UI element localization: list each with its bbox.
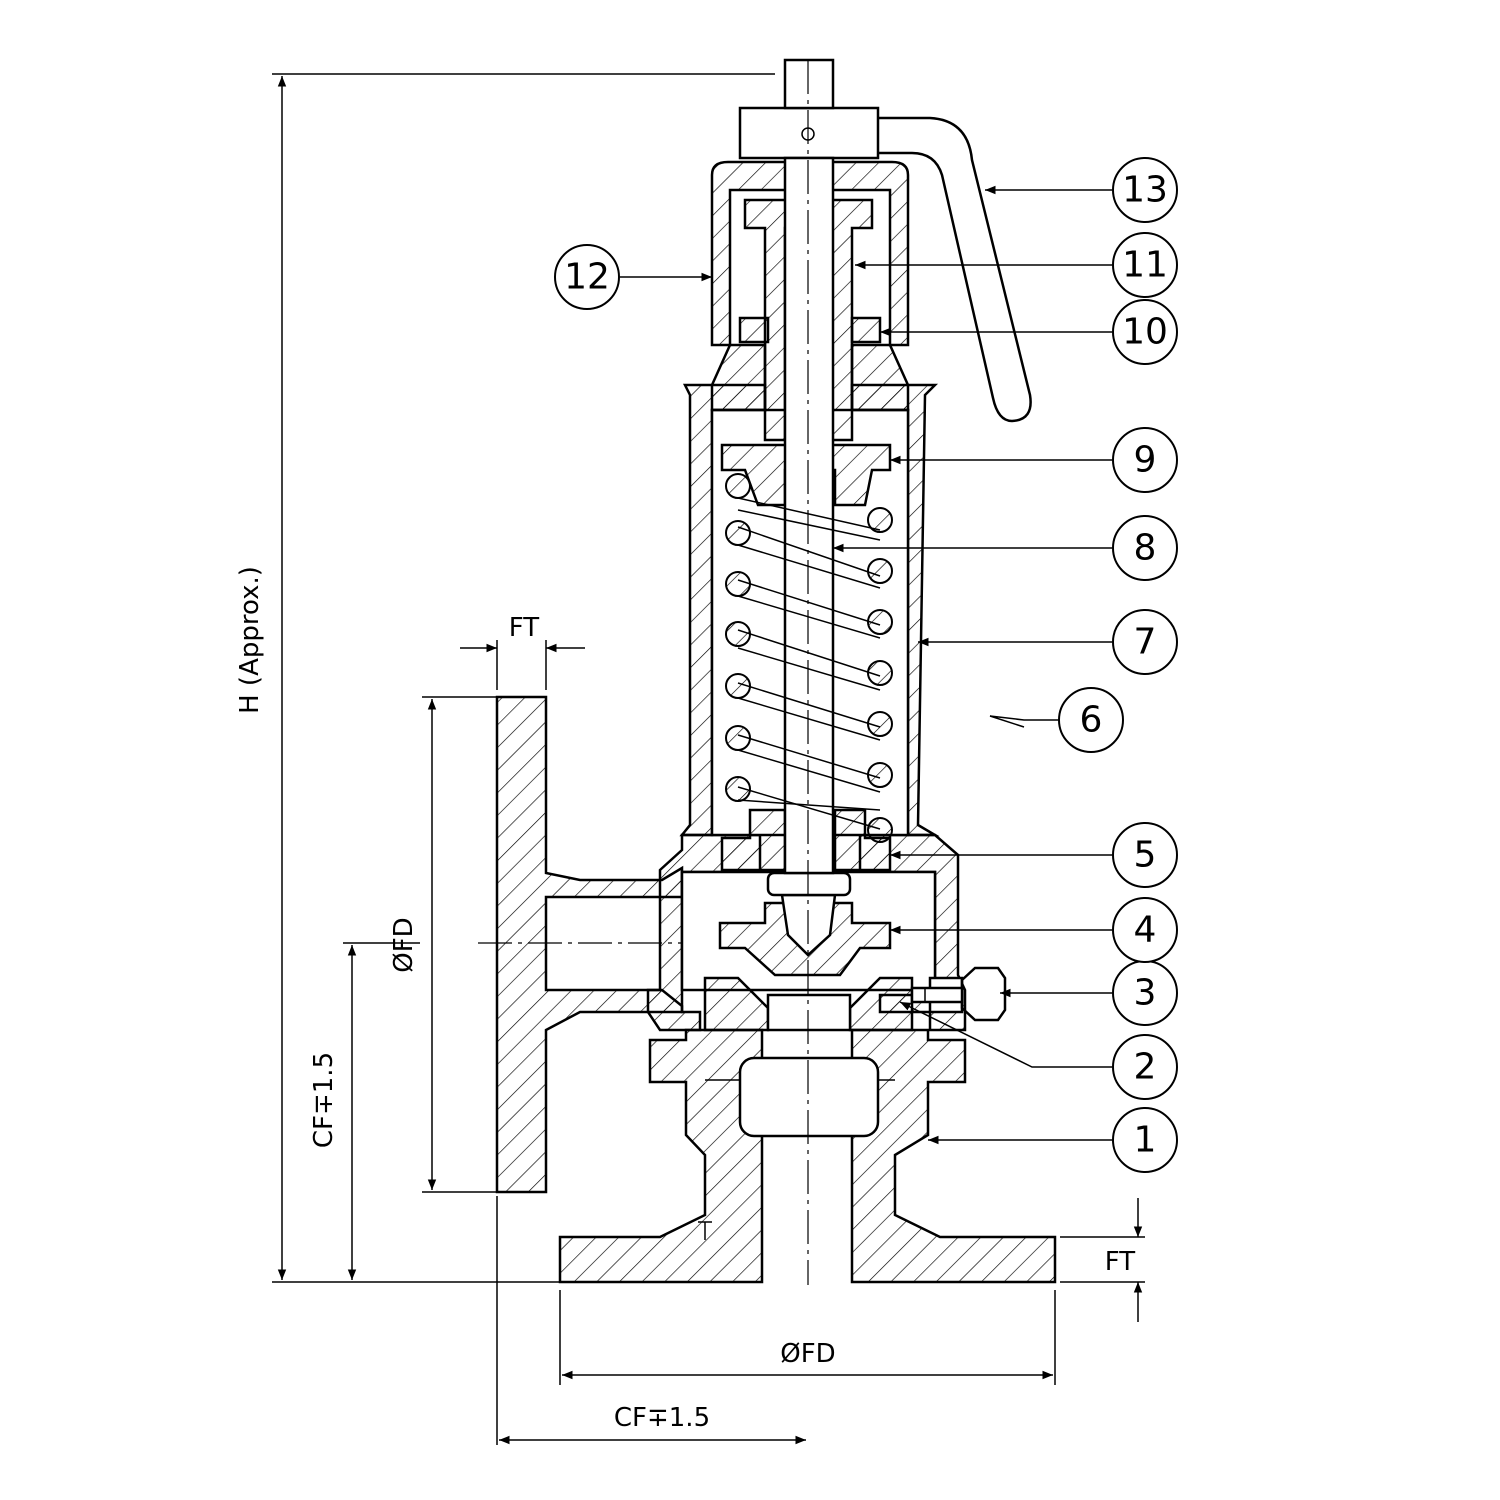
dimension-cf-bottom: CF∓1.5 (499, 1403, 806, 1445)
callout-6-label: 6 (1080, 700, 1103, 741)
callout-13: 13 (1112, 157, 1178, 223)
outlet-flange (478, 695, 700, 1194)
dimension-ft-side-label: FT (509, 613, 539, 643)
callout-8-label: 8 (1134, 528, 1157, 569)
callout-1-label: 1 (1134, 1120, 1157, 1161)
dimension-ft-side: FT (460, 613, 585, 690)
callout-11: 11 (1112, 232, 1178, 298)
dimension-ft-bottom-label: FT (1105, 1247, 1135, 1277)
callout-9: 9 (1112, 427, 1178, 493)
upper-spring-plate (720, 443, 892, 507)
dimension-ft-bottom: FT (1060, 1198, 1145, 1322)
callout-4: 4 (1112, 897, 1178, 963)
callout-3-label: 3 (1134, 973, 1157, 1014)
dimension-height: H (Approx.) (235, 73, 775, 1283)
callout-10-label: 10 (1122, 312, 1168, 353)
spring-wire-sections-left (725, 473, 751, 802)
cap (710, 106, 910, 347)
callout-2: 2 (1112, 1034, 1178, 1100)
leader-lines (620, 185, 1112, 1145)
callout-2-label: 2 (1134, 1047, 1157, 1088)
callout-7: 7 (1112, 609, 1178, 675)
dimension-height-label: H (Approx.) (235, 566, 265, 714)
spindle (783, 58, 835, 1285)
spring (725, 473, 893, 843)
callout-1: 1 (1112, 1107, 1178, 1173)
dimension-fd-side-label: ØFD (389, 917, 419, 972)
dimension-cf-side-label: CF∓1.5 (309, 1052, 339, 1148)
callout-11-label: 11 (1122, 245, 1168, 286)
callout-8: 8 (1112, 515, 1178, 581)
callout-4-label: 4 (1134, 910, 1157, 951)
callout-6: 6 (1058, 687, 1124, 753)
dimension-cf-side: CF∓1.5 (309, 942, 498, 1445)
callout-12: 12 (554, 244, 620, 310)
callout-7-label: 7 (1134, 622, 1157, 663)
weld-tick (698, 1221, 712, 1240)
callout-5: 5 (1112, 822, 1178, 888)
callout-10: 10 (1112, 299, 1178, 365)
callout-5-label: 5 (1134, 835, 1157, 876)
callout-13-label: 13 (1122, 170, 1168, 211)
dimension-fd-bottom-label: ØFD (780, 1339, 835, 1369)
dimension-fd-side: ØFD (389, 696, 497, 1193)
callout-9-label: 9 (1134, 440, 1157, 481)
lifting-lever (878, 116, 1032, 423)
spring-wire-sections-right (867, 507, 893, 843)
inlet-flange (558, 1028, 1057, 1284)
dimension-fd-bottom: ØFD (559, 1290, 1056, 1385)
callout-12-label: 12 (564, 257, 610, 298)
callout-3: 3 (1112, 960, 1178, 1026)
dimension-cf-bottom-label: CF∓1.5 (614, 1403, 710, 1433)
spring-coil-lines (737, 497, 881, 830)
